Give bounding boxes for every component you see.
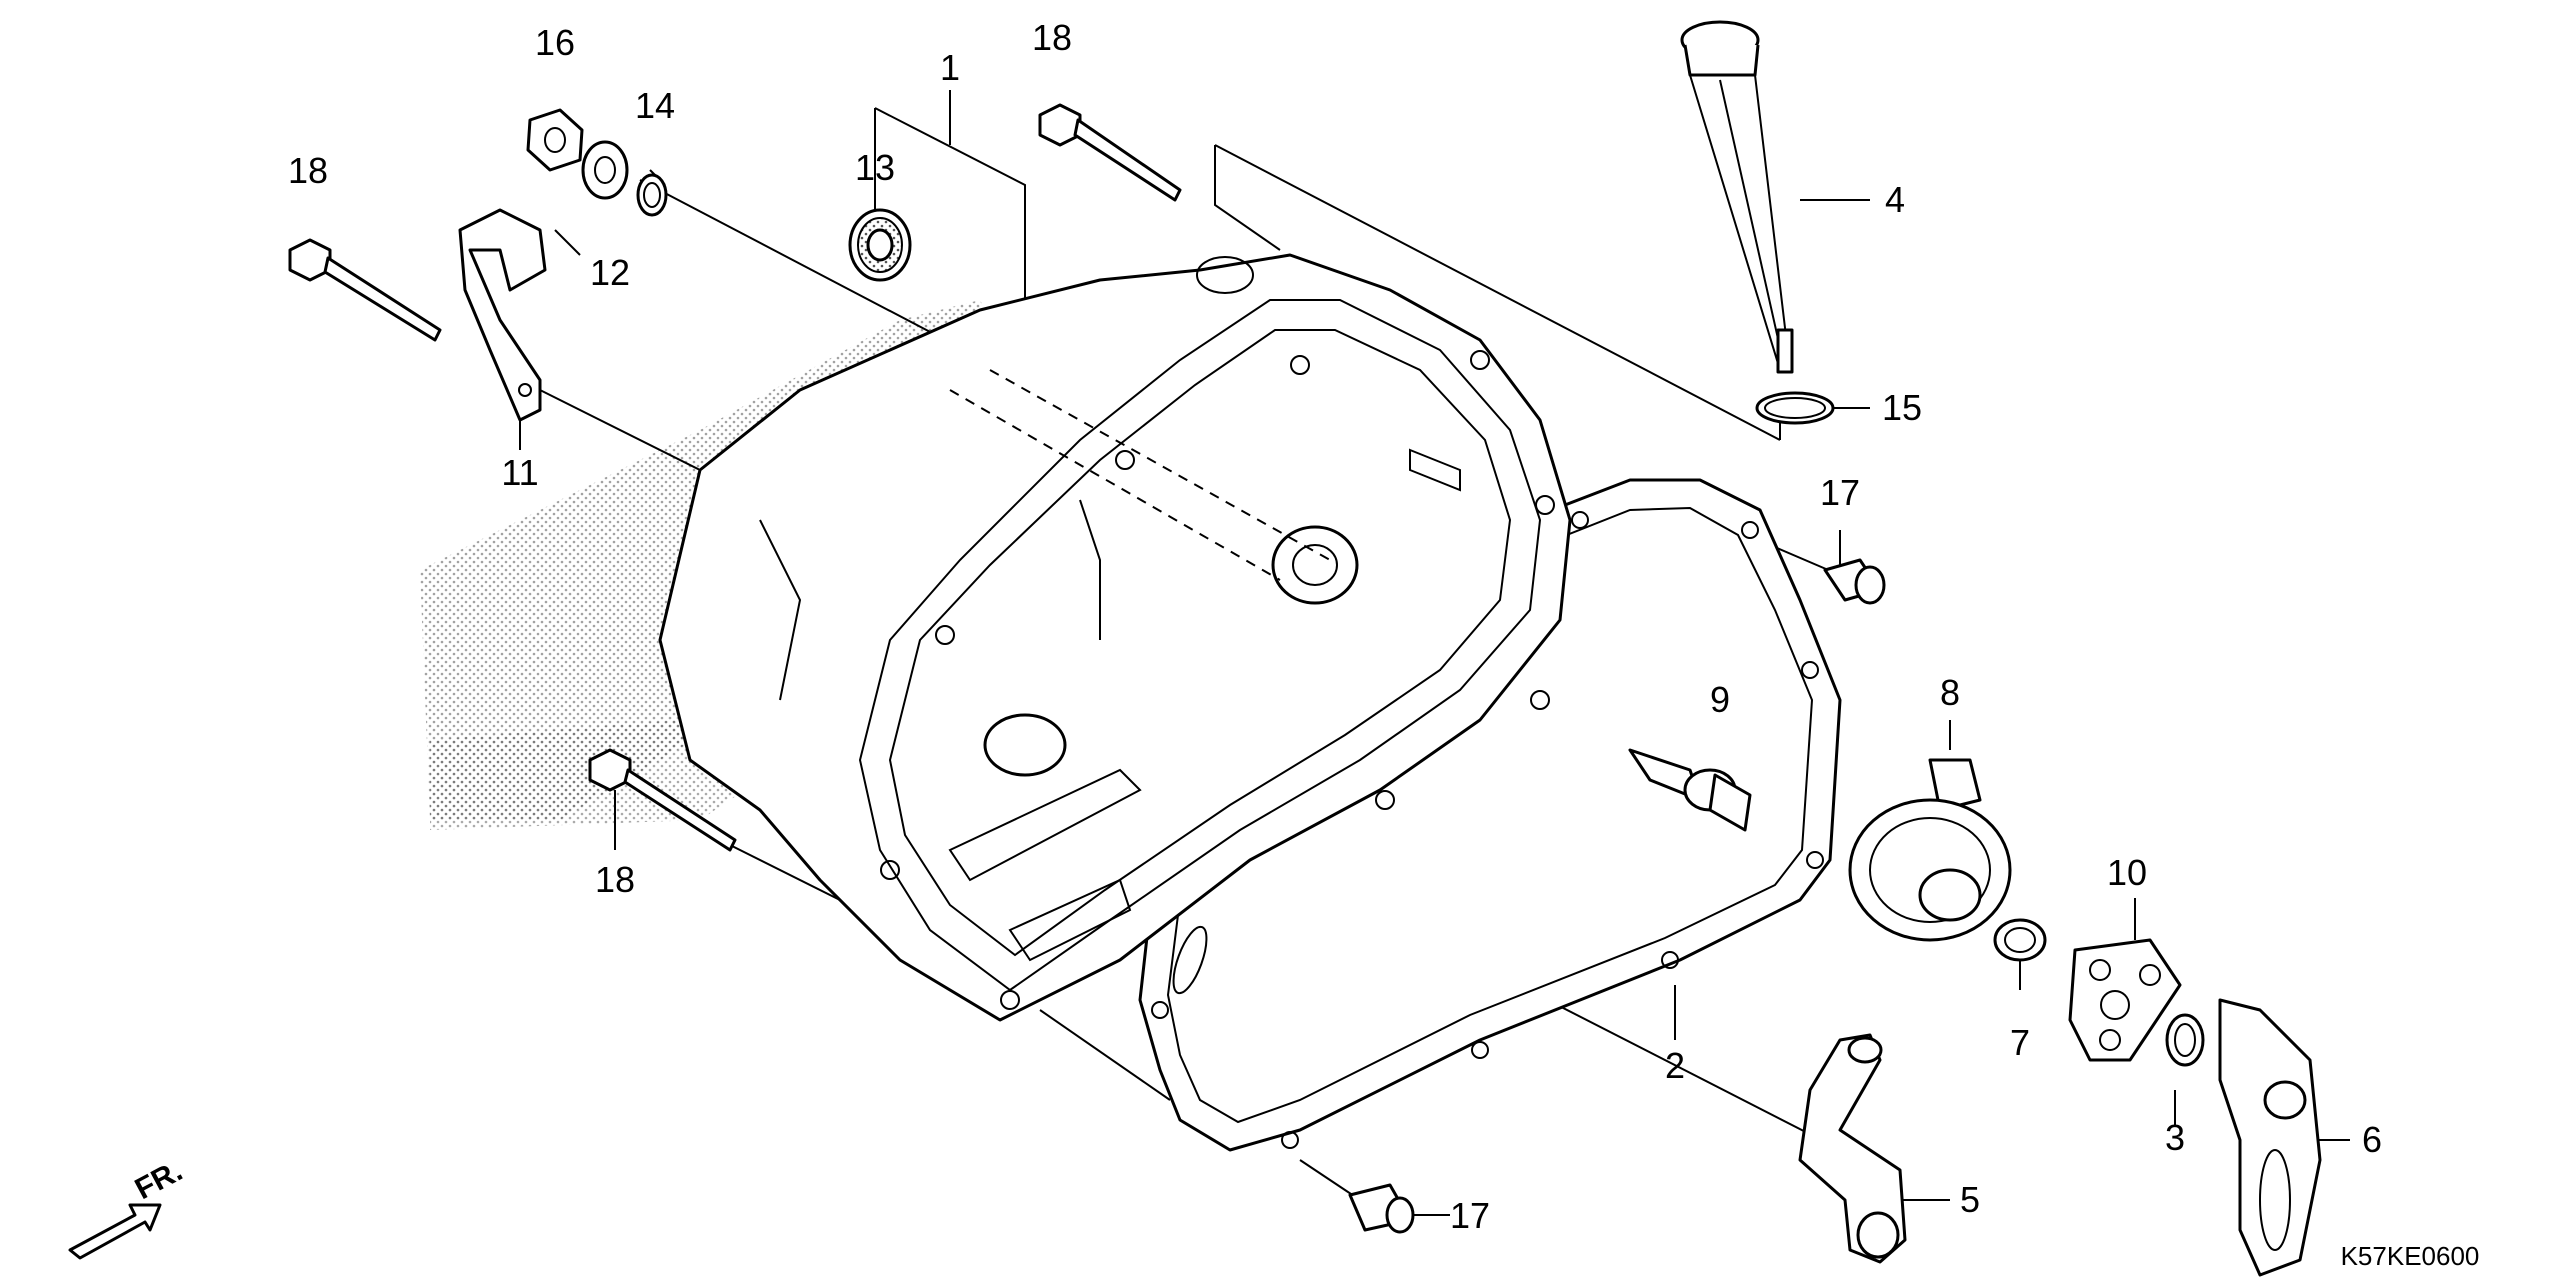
part-18-bolt-top [1038, 103, 1182, 202]
part-13-oil-seal [848, 208, 912, 282]
callout-4: 4 [1885, 179, 1905, 220]
callout-9: 9 [1710, 679, 1730, 720]
part-12-washer [581, 140, 629, 200]
callout-11: 11 [501, 452, 538, 493]
callout-15: 15 [1882, 387, 1922, 428]
callout-16: 16 [535, 22, 575, 63]
callout-10: 10 [2107, 852, 2147, 893]
callout-17-bottom: 17 [1450, 1195, 1490, 1236]
callout-12: 12 [590, 252, 630, 293]
callout-5: 5 [1960, 1179, 1980, 1220]
part-10-plate [2068, 938, 2182, 1062]
callout-18-bottom: 18 [595, 859, 635, 900]
callout-18-left: 18 [288, 150, 328, 191]
crankcase-cover [658, 253, 1572, 1022]
direction-label: FR. [130, 1154, 188, 1206]
callout-14: 14 [635, 85, 675, 126]
callout-3: 3 [2165, 1117, 2185, 1158]
part-3-circlip [2165, 1013, 2205, 1067]
callout-labels: 1 2 3 4 5 6 7 8 9 10 11 12 13 14 15 16 1… [288, 17, 2382, 1236]
part-18-bolt-left [288, 238, 442, 342]
part-17-dowel-top [1823, 558, 1886, 605]
part-5-arm [1798, 1033, 1907, 1264]
drawing-code: K57KE0600 [2341, 1241, 2480, 1271]
part-15-o-ring [1755, 391, 1835, 425]
part-8-cam [1848, 758, 2012, 942]
part-11-cable-clamp [458, 208, 547, 422]
part-18-bolt-bottom [588, 748, 737, 852]
part-4-dipstick [1680, 20, 1794, 374]
part-16-nut [526, 108, 584, 172]
part-6-lever [2218, 998, 2322, 1277]
callout-2: 2 [1665, 1045, 1685, 1086]
part-9-stud-bolt [1628, 748, 1752, 832]
callout-1: 1 [940, 47, 960, 88]
part-14-o-ring [636, 173, 668, 217]
front-direction-arrow: FR. [68, 1154, 188, 1260]
callout-7: 7 [2010, 1022, 2030, 1063]
callout-13: 13 [855, 147, 895, 188]
callout-6: 6 [2362, 1119, 2382, 1160]
part-7-collar [1993, 918, 2047, 962]
callout-18-top: 18 [1032, 17, 1072, 58]
part-17-dowel-bottom [1348, 1183, 1415, 1234]
callout-8: 8 [1940, 672, 1960, 713]
callout-17-top: 17 [1820, 472, 1860, 513]
